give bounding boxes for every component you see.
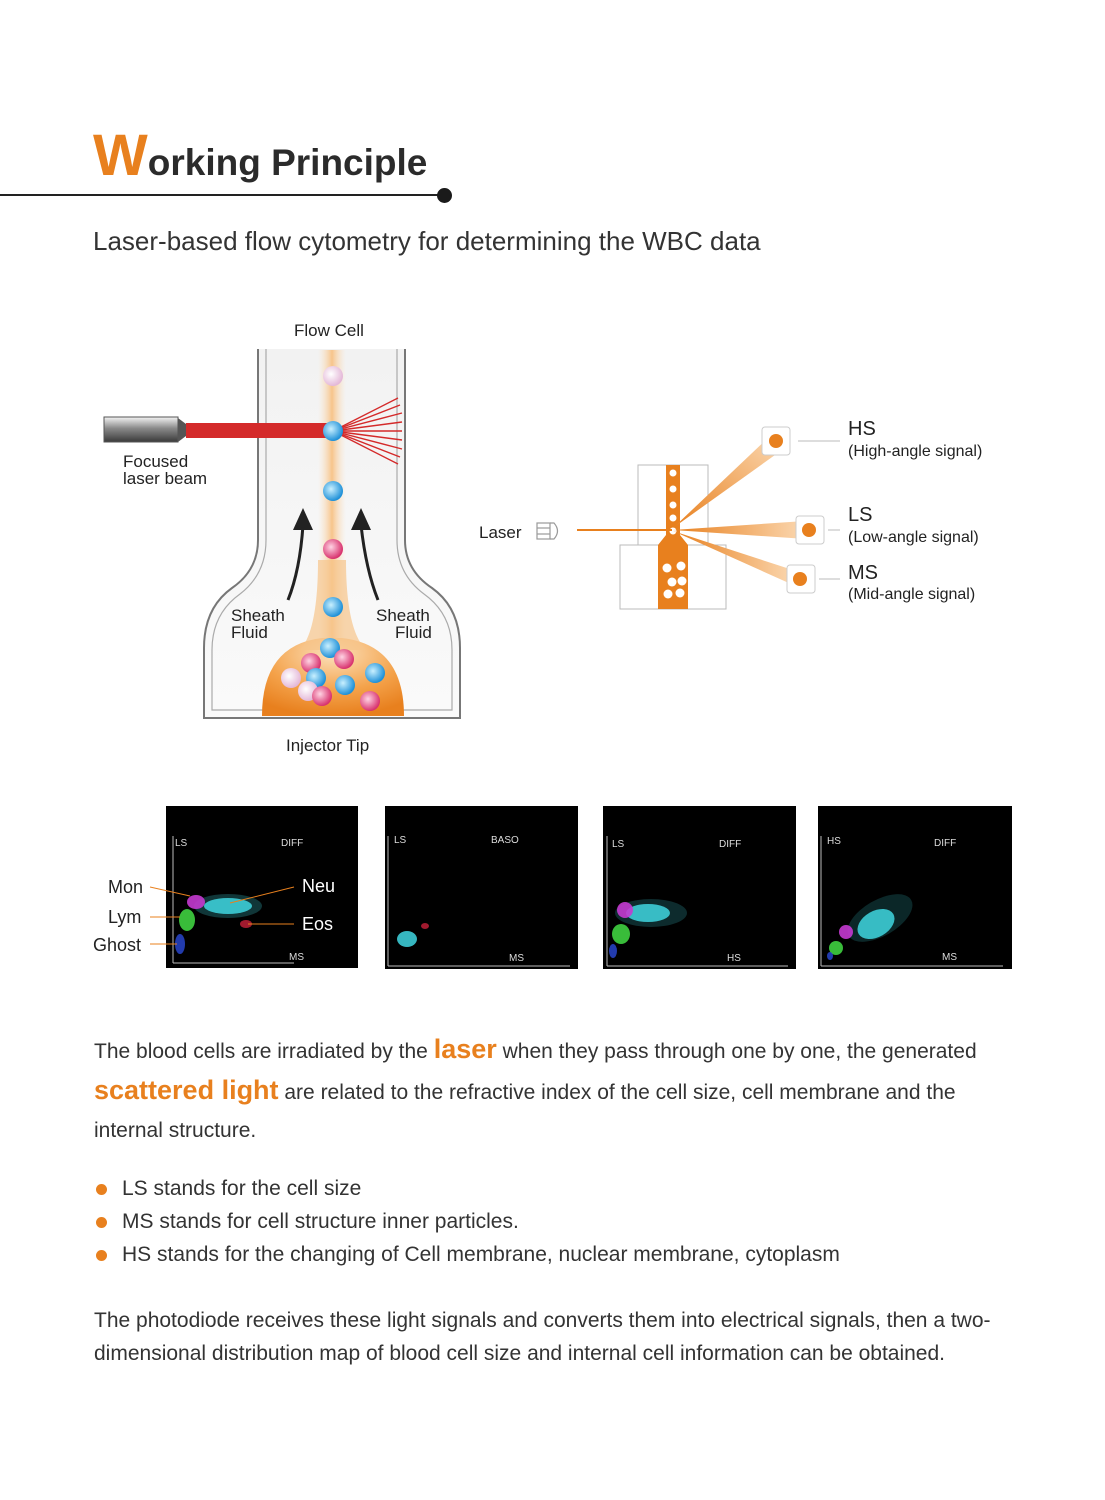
- hs-signal-name: HS: [848, 418, 876, 440]
- bullet-text: HS stands for the changing of Cell membr…: [122, 1243, 840, 1266]
- bullet-dot-icon: [96, 1217, 107, 1228]
- bullet-text: MS stands for cell structure inner parti…: [122, 1210, 519, 1233]
- plot-1-y-label: LS: [175, 838, 188, 849]
- plot-3-x-label: HS: [727, 953, 741, 964]
- title-rest: orking Principle: [147, 142, 428, 183]
- title-underline-dot: [437, 188, 452, 203]
- scatter-plot-4-dots: [820, 836, 1003, 967]
- population-mon-label: Mon: [108, 877, 144, 897]
- laser-label: Laser: [479, 523, 522, 542]
- bullet-dot-icon: [96, 1184, 107, 1195]
- plot-4-y-label: HS: [827, 836, 841, 847]
- population-eos-label: Eos: [302, 914, 334, 934]
- scatter-plot-diff-ls-ms: LS DIFF MS: [166, 806, 358, 968]
- scatter-plot-1-dots: [172, 836, 294, 964]
- population-ghost-label: Ghost: [93, 935, 142, 955]
- bullet-text: LS stands for the cell size: [122, 1177, 362, 1200]
- ls-signal-desc: (Low-angle signal): [848, 529, 979, 546]
- list-item: MS stands for cell structure inner parti…: [96, 1205, 840, 1238]
- p1-highlight-laser: laser: [433, 1034, 497, 1064]
- flow-cell-diagram: [103, 349, 461, 719]
- signal-bullet-list: LS stands for the cell size MS stands fo…: [96, 1172, 840, 1271]
- ms-signal-desc: (Mid-angle signal): [848, 586, 976, 603]
- subtitle: Laser-based flow cytometry for determini…: [93, 226, 761, 256]
- population-neu-label: Neu: [302, 876, 336, 896]
- bullet-dot-icon: [96, 1250, 107, 1261]
- plot-2-title: BASO: [491, 835, 519, 846]
- plot-2-y-label: LS: [394, 835, 407, 846]
- scatter-plot-diff-ls-hs: LS DIFF HS: [603, 806, 796, 969]
- page-title: Working Principle: [93, 127, 428, 191]
- p1-text-c: are related to the refractive index of t…: [94, 1081, 956, 1142]
- list-item: HS stands for the changing of Cell membr…: [96, 1238, 840, 1271]
- laser-source-icon: [536, 522, 559, 540]
- flow-cell-label: Flow Cell: [294, 321, 364, 340]
- ms-signal-name: MS: [848, 562, 878, 584]
- population-lym-label: Lym: [108, 907, 142, 927]
- population-leader-lines: [149, 886, 295, 945]
- plot-4-title: DIFF: [934, 838, 957, 849]
- scatter-plot-2-dots: [387, 836, 570, 967]
- description-paragraph-1: The blood cells are irradiated by the la…: [94, 1030, 1024, 1150]
- p1-highlight-scattered-light: scattered light: [94, 1075, 279, 1105]
- title-initial: W: [93, 123, 148, 188]
- p1-text-b: when they pass through one by one, the g…: [496, 1040, 977, 1063]
- plot-4-x-label: MS: [942, 952, 957, 963]
- laser-beam-label-line2: laser beam: [123, 469, 208, 488]
- list-item: LS stands for the cell size: [96, 1172, 840, 1205]
- scatter-plot-3-dots: [606, 836, 788, 967]
- plot-1-title: DIFF: [281, 838, 304, 849]
- plot-3-title: DIFF: [719, 839, 742, 850]
- scatter-plot-baso-ls-ms: LS BASO MS: [385, 806, 578, 969]
- injector-tip-label: Injector Tip: [286, 736, 370, 755]
- title-underline: [0, 194, 440, 196]
- sheath-fluid-right-line1: Sheath: [376, 606, 430, 625]
- plot-3-y-label: LS: [612, 839, 625, 850]
- description-paragraph-2: The photodiode receives these light sign…: [94, 1309, 991, 1365]
- sheath-fluid-right-line2: Fluid: [395, 623, 432, 642]
- scatter-plot-diff-hs-ms: HS DIFF MS: [818, 806, 1012, 969]
- hs-signal-desc: (High-angle signal): [848, 443, 983, 460]
- signal-detection-diagram: [536, 426, 840, 610]
- plot-2-x-label: MS: [509, 953, 524, 964]
- laser-beam-label-line1: Focused: [123, 452, 189, 471]
- ls-signal-name: LS: [848, 504, 873, 526]
- p1-text-a: The blood cells are irradiated by the: [94, 1040, 434, 1063]
- sheath-fluid-left-line1: Sheath: [231, 606, 285, 625]
- sheath-fluid-left-line2: Fluid: [231, 623, 268, 642]
- plot-1-x-label: MS: [289, 952, 304, 963]
